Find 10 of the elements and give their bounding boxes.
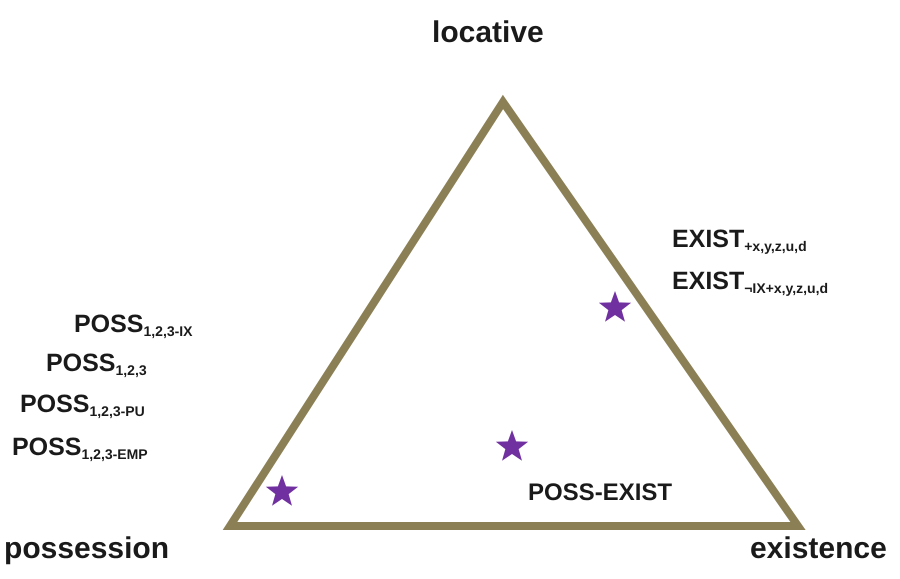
side-label: POSS$_{1,2,3-IX}$: [74, 309, 193, 340]
side-label: POSS$_{1,2,3-EMP}$: [12, 432, 148, 464]
side-label: POSS$_{1,2,3}$: [46, 348, 147, 380]
side-label: EXIST$_{+x,y,z,u,d}$: [672, 224, 807, 256]
corner-label: existence: [750, 531, 887, 567]
side-label: EXIST$_{¬IX+x,y,z,u,d}$: [672, 266, 828, 298]
point-label: POSS-EXIST: [528, 478, 672, 508]
side-label: POSS$_{1,2,3-PU}$: [20, 389, 145, 420]
corner-label: possession: [4, 531, 170, 567]
corner-label: locative: [432, 15, 544, 51]
